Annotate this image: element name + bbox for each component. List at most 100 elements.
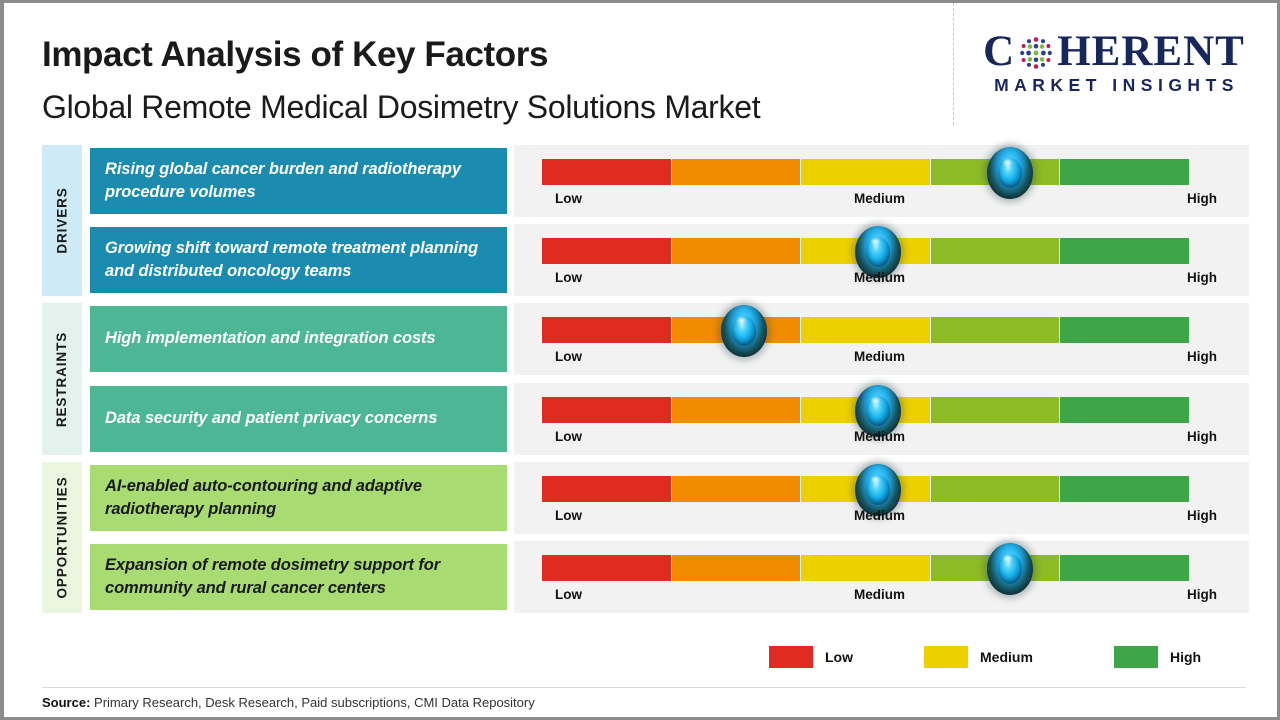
gauge-segment-5 [1060, 476, 1189, 502]
gauge-scale: Low Medium High [542, 270, 1217, 290]
legend-label: Low [825, 649, 853, 665]
gauge-segment-4 [930, 317, 1061, 343]
globe-icon [1016, 33, 1056, 73]
factor-box: Growing shift toward remote treatment pl… [90, 227, 507, 293]
scale-label-medium: Medium [853, 508, 906, 523]
gauge-segment-3 [801, 555, 931, 581]
gauge-segment-1 [542, 159, 672, 185]
gauge-segment-2 [671, 159, 802, 185]
legend-swatch [1114, 646, 1158, 668]
gauge-segment-3 [801, 317, 931, 343]
impact-marker[interactable] [720, 305, 767, 357]
factor-box: Data security and patient privacy concer… [90, 386, 507, 452]
logo-letter-c: C [983, 27, 1016, 75]
gauge-scale: Low Medium High [542, 191, 1217, 211]
scale-label-high: High [1187, 270, 1217, 285]
gauge-track [542, 159, 1189, 185]
page-title: Impact Analysis of Key Factors [42, 35, 549, 74]
impact-marker[interactable] [854, 385, 901, 437]
impact-marker[interactable] [854, 464, 901, 516]
gauge-segment-1 [542, 397, 672, 423]
gauge-track [542, 555, 1189, 581]
legend-label: Medium [980, 649, 1033, 665]
gauge-segment-5 [1060, 159, 1189, 185]
header: Impact Analysis of Key Factors Global Re… [4, 3, 1277, 135]
factor-text: Rising global cancer burden and radiothe… [105, 159, 461, 201]
impact-gauge: Low Medium High [514, 224, 1249, 296]
gauge-segment-4 [930, 476, 1061, 502]
gauge-scale: Low Medium High [542, 429, 1217, 449]
impact-marker[interactable] [854, 226, 901, 278]
gauge-segment-4 [930, 397, 1061, 423]
scale-label-low: Low [555, 587, 582, 602]
factor-text: Growing shift toward remote treatment pl… [105, 238, 479, 280]
gauge-segment-5 [1060, 238, 1189, 264]
legend-swatch [769, 646, 813, 668]
gauge-segment-2 [671, 397, 802, 423]
factor-box: AI-enabled auto-contouring and adaptive … [90, 465, 507, 531]
gauge-segment-1 [542, 238, 672, 264]
scale-label-low: Low [555, 191, 582, 206]
scale-label-medium: Medium [853, 270, 906, 285]
scale-label-low: Low [555, 429, 582, 444]
scale-label-low: Low [555, 508, 582, 523]
gauge-segment-2 [671, 238, 802, 264]
category-label: DRIVERS [54, 187, 70, 254]
source-text: Primary Research, Desk Research, Paid su… [90, 695, 535, 710]
category-label: OPPORTUNITIES [54, 476, 70, 599]
legend-item: Medium [924, 646, 1033, 668]
scale-label-low: Low [555, 270, 582, 285]
gauge-segment-1 [542, 555, 672, 581]
legend: Low Medium High [514, 643, 1249, 671]
gauge-segment-1 [542, 476, 672, 502]
header-divider [953, 3, 954, 125]
factor-text: Expansion of remote dosimetry support fo… [105, 555, 441, 597]
source-note: Source: Primary Research, Desk Research,… [42, 695, 535, 710]
factor-box: Rising global cancer burden and radiothe… [90, 148, 507, 214]
factor-text: Data security and patient privacy concer… [105, 409, 438, 428]
gauge-segment-5 [1060, 555, 1189, 581]
logo-tagline: MARKET INSIGHTS [994, 75, 1239, 95]
gauge-segment-5 [1060, 397, 1189, 423]
gauge-segment-5 [1060, 317, 1189, 343]
scale-label-high: High [1187, 191, 1217, 206]
gauge-segment-2 [671, 555, 802, 581]
gauge-track [542, 317, 1189, 343]
impact-gauge: Low Medium High [514, 541, 1249, 613]
legend-label: High [1170, 649, 1202, 665]
impact-marker[interactable] [986, 147, 1033, 199]
gauge-scale: Low Medium High [542, 587, 1217, 607]
scale-label-high: High [1187, 429, 1217, 444]
category-band-drivers: DRIVERS [42, 145, 82, 296]
scale-label-medium: Medium [853, 191, 906, 206]
category-band-opportunities: OPPORTUNITIES [42, 462, 82, 613]
scale-label-medium: Medium [853, 587, 906, 602]
category-band-restraints: RESTRAINTS [42, 303, 82, 455]
legend-item: High [1114, 646, 1201, 668]
impact-gauge: Low Medium High [514, 383, 1249, 455]
logo-text-herent: HERENT [1057, 27, 1245, 75]
impact-marker[interactable] [986, 543, 1033, 595]
gauge-segment-3 [801, 159, 931, 185]
page-subtitle: Global Remote Medical Dosimetry Solution… [42, 89, 761, 125]
company-logo: C [964, 25, 1264, 115]
category-label: RESTRAINTS [54, 331, 70, 427]
factor-text: High implementation and integration cost… [105, 329, 436, 348]
scale-label-low: Low [555, 349, 582, 364]
scale-label-medium: Medium [853, 429, 906, 444]
scale-label-high: High [1187, 587, 1217, 602]
factor-box: Expansion of remote dosimetry support fo… [90, 544, 507, 610]
gauge-segment-2 [671, 476, 802, 502]
factor-text: AI-enabled auto-contouring and adaptive … [105, 476, 422, 518]
footer-divider [42, 687, 1246, 688]
logo-wordmark: C [964, 25, 1264, 77]
scale-label-high: High [1187, 349, 1217, 364]
impact-gauge: Low Medium High [514, 145, 1249, 217]
gauge-segment-1 [542, 317, 672, 343]
source-label: Source: [42, 695, 91, 710]
